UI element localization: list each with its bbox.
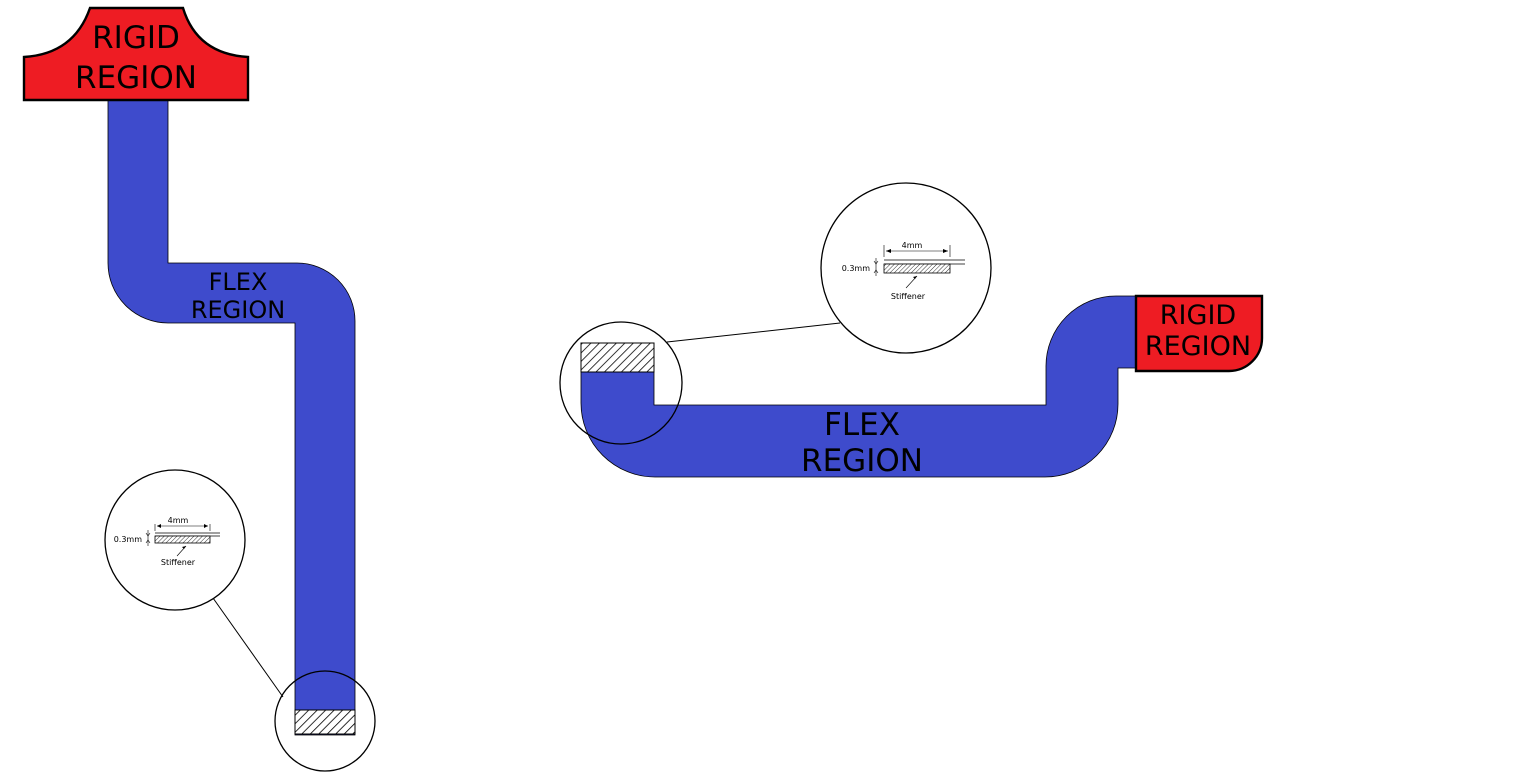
right-detail-stiffener <box>883 263 951 274</box>
right-detail-part-label: Stiffener <box>891 292 926 301</box>
right-rigid-label-line1: RIGID <box>1160 300 1236 331</box>
left-detail-length-label: 4mm <box>168 516 189 525</box>
right-detail-length-label: 4mm <box>902 241 923 250</box>
left-flex-strip <box>107 99 356 736</box>
right-flex-label-line1: FLEX <box>824 407 900 443</box>
left-detail-stiffener <box>154 535 211 544</box>
left-detail-thickness-label: 0.3mm <box>114 535 143 544</box>
left-stiffener <box>294 709 356 735</box>
left-zoom-circle <box>274 670 376 772</box>
right-detail-callout: 4mm 0.3mm Stiffener <box>820 182 992 354</box>
left-assembly: RIGID REGION FLEX REGION 4mm <box>22 6 376 772</box>
left-rigid-label-line2: REGION <box>75 60 197 96</box>
left-flex-label-line1: FLEX <box>209 268 268 296</box>
right-stiffener <box>580 342 655 373</box>
right-rigid-label-line2: REGION <box>1145 331 1251 362</box>
right-flex-label-line2: REGION <box>801 443 923 479</box>
left-detail-callout: 4mm 0.3mm Stiffener <box>104 469 246 611</box>
left-rigid-label-line1: RIGID <box>92 20 180 56</box>
left-detail-part-label: Stiffener <box>161 558 196 567</box>
left-flex-label-line2: REGION <box>191 296 285 324</box>
right-assembly: RIGID REGION FLEX REGION 4mm 0.3mm <box>559 182 1264 479</box>
right-zoom-circle <box>559 321 683 445</box>
right-flex-strip <box>580 295 1137 478</box>
right-detail-thickness-label: 0.3mm <box>842 264 871 273</box>
left-rigid-region <box>22 6 250 102</box>
right-leader-line <box>666 322 841 343</box>
left-leader-line <box>212 597 284 698</box>
right-rigid-region <box>1134 294 1264 373</box>
